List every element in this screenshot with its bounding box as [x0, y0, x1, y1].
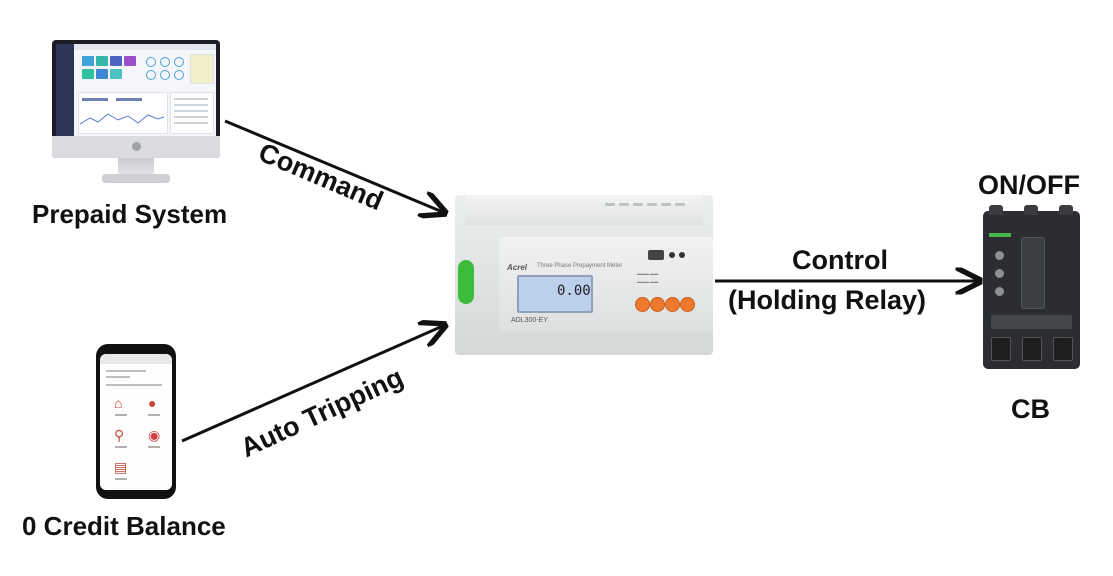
smartphone: ⌂ ● ⚲ ◉ ▤: [96, 344, 176, 499]
command-arrow: [224, 119, 445, 213]
cb-label: CB: [1011, 394, 1050, 424]
circuit-breaker: [983, 205, 1080, 369]
phone-app-screen: ⌂ ● ⚲ ◉ ▤: [100, 354, 172, 490]
record-icon: ◉: [148, 427, 161, 443]
meter-brand: Acrel: [507, 263, 528, 272]
control-label: Control: [792, 245, 888, 275]
meter-lcd-display: [517, 275, 593, 313]
meter-button: [665, 297, 680, 312]
apple-logo-icon: [132, 142, 141, 151]
user-icon: ●: [148, 395, 157, 411]
home-icon: ⌂: [114, 395, 123, 411]
dashboard-screen: [56, 44, 216, 136]
indicator-led: [679, 252, 685, 258]
infrared-port: [648, 250, 664, 260]
meter-button: [680, 297, 695, 312]
search-icon: ⚲: [114, 427, 125, 443]
credit-balance-label: 0 Credit Balance: [22, 511, 226, 541]
meter-lcd-reading: 0.00: [557, 283, 591, 299]
meter-button: [635, 297, 650, 312]
auto-tripping-arrow: [181, 325, 445, 443]
prepayment-meter: Acrel Three Phase Prepayment Meter 0.00 …: [455, 195, 713, 355]
prepaid-system-label: Prepaid System: [32, 199, 228, 229]
breaker-toggle: [1021, 237, 1045, 309]
meter-title: Three Phase Prepayment Meter: [537, 263, 623, 269]
holding-relay-label: (Holding Relay): [728, 285, 927, 315]
on-off-label: ON/OFF: [978, 170, 1080, 200]
message-icon: ▤: [114, 459, 128, 475]
meter-terminal-cover: [458, 260, 474, 304]
meter-button: [650, 297, 665, 312]
meter-model: ADL300-EY: [511, 317, 548, 324]
indicator-led: [669, 252, 675, 258]
computer-monitor: [52, 40, 220, 188]
